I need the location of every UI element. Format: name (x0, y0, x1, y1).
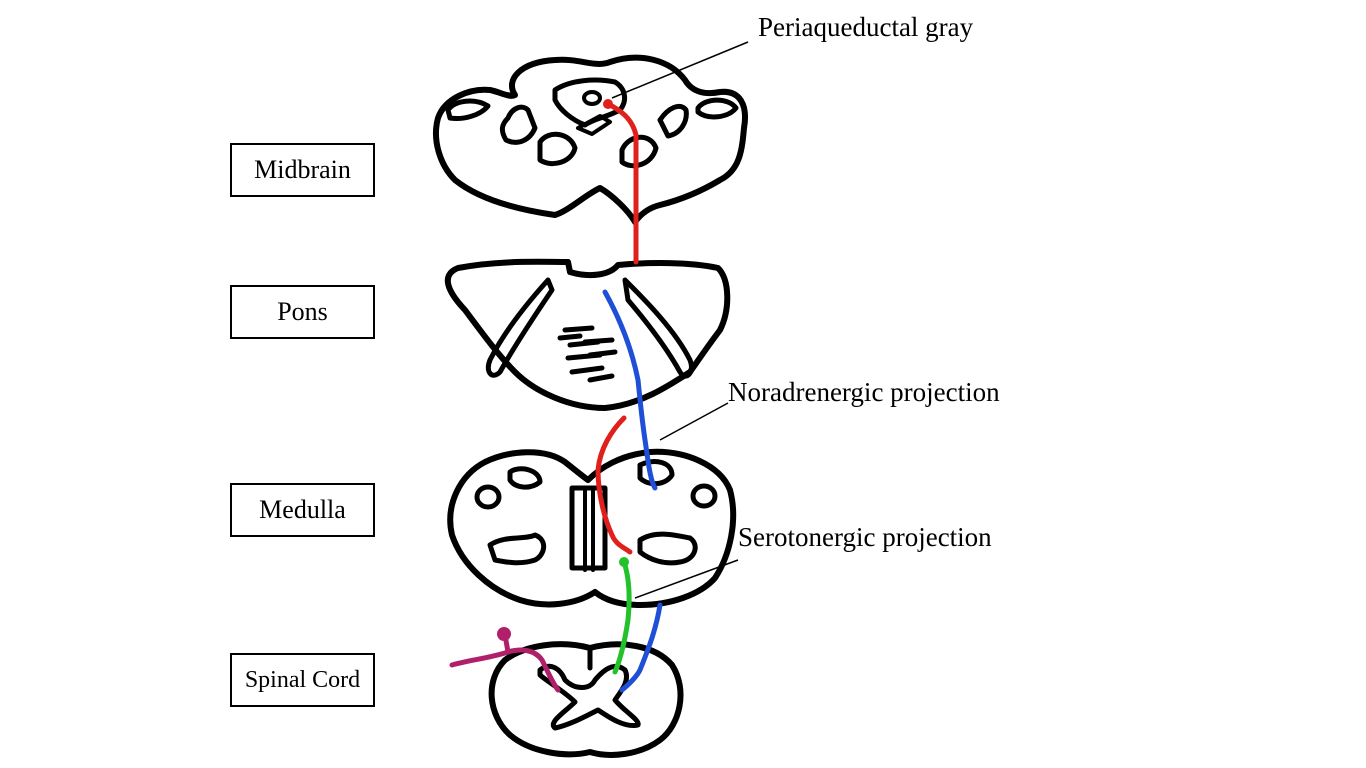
pag-dot (603, 99, 613, 109)
pag-leader (611, 41, 749, 99)
afferent-cell-body (497, 627, 511, 641)
midbrain-label: Midbrain (230, 143, 375, 197)
pag-projection (605, 101, 639, 265)
noradrenergic-annotation: Noradrenergic projection (728, 377, 1000, 407)
serotonergic-annotation: Serotonergic projection (738, 522, 992, 552)
periaqueductal-gray-annotation: Periaqueductal gray (758, 12, 974, 42)
serotonergic-dot (619, 557, 629, 567)
serotonergic-leader (634, 559, 739, 599)
raphe-projection (595, 415, 633, 555)
noradrenergic-path (602, 289, 663, 693)
spinal-cord-label: Spinal Cord (230, 653, 375, 707)
noradrenergic-leader (659, 402, 729, 441)
medulla-section (447, 448, 737, 608)
medulla-label: Medulla (230, 483, 375, 537)
pons-label: Pons (230, 285, 375, 339)
spinal-cord-section (488, 641, 684, 758)
serotonergic-path (612, 559, 632, 675)
pons-section (444, 258, 731, 411)
midbrain-section (433, 54, 748, 225)
